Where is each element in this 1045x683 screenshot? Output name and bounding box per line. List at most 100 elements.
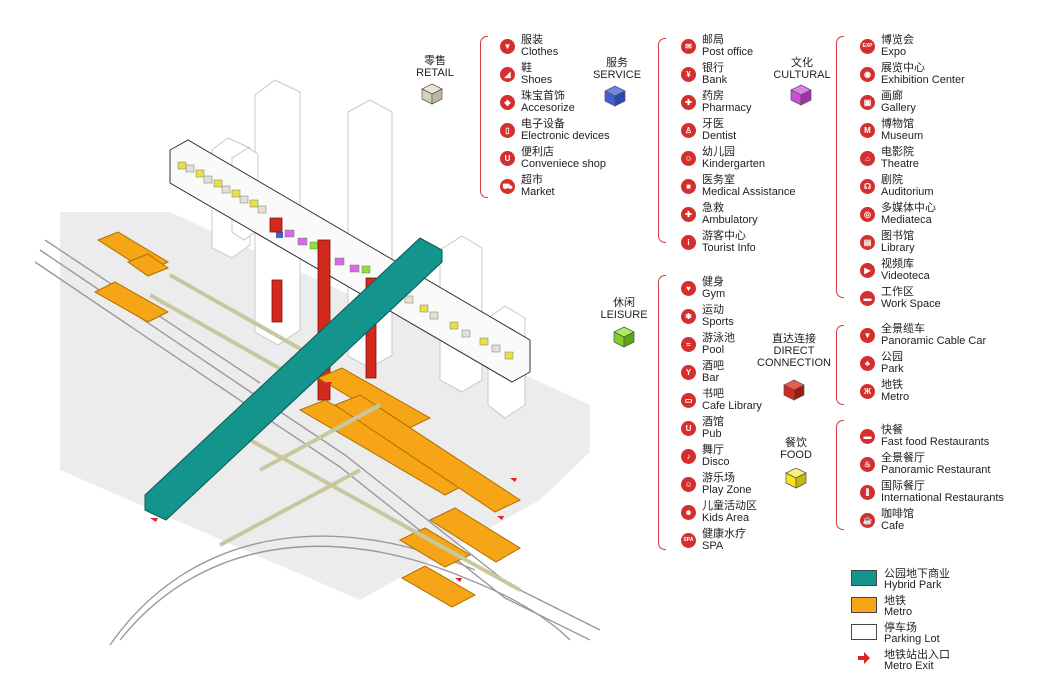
bank-icon: ¥ (681, 67, 696, 82)
legend-label-en: Metro Exit (884, 660, 934, 672)
item-label-en: Disco (702, 456, 730, 468)
category-food-en: FOOD (780, 449, 812, 461)
category-service-en: SERVICE (592, 69, 642, 81)
category-food: 餐饮 FOOD (776, 437, 816, 461)
item-label-en: Shoes (521, 74, 553, 86)
item-label-zh: 公园 (881, 351, 903, 363)
category-direct-en2: CONNECTION (757, 357, 831, 369)
legend-swatch (851, 624, 877, 640)
category-cultural-en: CULTURAL (773, 69, 831, 81)
category-food-zh: 餐饮 (785, 437, 807, 449)
item-label-en: Metro (881, 391, 910, 403)
direct-cube-icon (783, 379, 805, 401)
magnet-icon: U (500, 151, 515, 166)
item-label-zh: 咖啡馆 (881, 508, 914, 520)
item-label-en: Videoteca (881, 270, 930, 282)
category-retail: 零售 RETAIL (413, 55, 457, 79)
item-label-zh: 地铁 (881, 379, 903, 391)
item-label-zh: 便利店 (521, 146, 554, 158)
item-label-zh: 电影院 (881, 146, 914, 158)
item-label-en: Play Zone (702, 484, 752, 496)
item-label-en: Gym (702, 288, 726, 300)
category-retail-zh: 零售 (424, 55, 446, 67)
bar-icon: Y (681, 365, 696, 380)
item-label-en: Theatre (881, 158, 919, 170)
panoramic-restaurant-icon: ♨ (860, 457, 875, 472)
item-label-en: Conveniece shop (521, 158, 607, 170)
pub-icon: U (681, 421, 696, 436)
item-label-en: Pool (702, 344, 725, 356)
item-label-zh: 画廊 (881, 90, 903, 102)
play-icon: ☺ (681, 477, 696, 492)
item-label-en: Pub (702, 428, 722, 440)
upper-mall-shops (177, 161, 514, 360)
legend-label-en: Parking Lot (884, 633, 940, 645)
cultural-cube-icon (790, 84, 812, 106)
item-label-zh: 儿童活动区 (702, 500, 757, 512)
item-label-en: Mediateca (881, 214, 932, 226)
item-label-zh: 酒吧 (702, 360, 724, 372)
item-label-zh: 药房 (702, 90, 724, 102)
direct-bracket (836, 325, 844, 405)
item-label-zh: 银行 (702, 62, 724, 74)
retail-bracket (480, 36, 488, 198)
item-label-en: Park (881, 363, 904, 375)
item-label-zh: 剧院 (881, 174, 903, 186)
gym-icon: ♥ (681, 281, 696, 296)
auditorium-icon: ☊ (860, 179, 875, 194)
item-label-en: Dentist (702, 130, 737, 142)
metro-exit-arrow-icon (858, 652, 870, 664)
cultural-bracket (836, 36, 844, 298)
clinic-icon: ■ (681, 179, 696, 194)
pool-icon: ≈ (681, 337, 696, 352)
legend-label-zh: 地铁 (884, 595, 906, 607)
item-label-en: Medical Assistance (702, 186, 796, 198)
fastfood-icon: ▬ (860, 429, 875, 444)
legend-swatch (851, 597, 877, 613)
exhibition-icon: ◉ (860, 67, 875, 82)
category-service: 服务 SERVICE (591, 57, 643, 81)
coffee-icon: ☕ (860, 513, 875, 528)
item-label-zh: 国际餐厅 (881, 480, 925, 492)
metro-platforms (93, 231, 522, 608)
item-label-en: Kids Area (702, 512, 750, 524)
item-label-en: SPA (702, 540, 724, 552)
legend-label-zh: 公园地下商业 (884, 568, 950, 580)
metro-icon: Ж (860, 384, 875, 399)
item-label-zh: 酒馆 (702, 416, 724, 428)
item-label-en: Bar (702, 372, 720, 384)
item-label-zh: 游泳池 (702, 332, 735, 344)
category-direct: 直达连接 DIRECT CONNECTION (752, 333, 836, 369)
workspace-icon: ▬ (860, 291, 875, 306)
item-label-zh: 游客中心 (702, 230, 746, 242)
item-label-zh: 牙医 (702, 118, 724, 130)
category-retail-en: RETAIL (416, 67, 454, 79)
mail-icon: ✉ (681, 39, 696, 54)
kids-icon: ☻ (681, 505, 696, 520)
jewelry-icon: ◆ (500, 95, 515, 110)
item-label-en: Cafe (881, 520, 905, 532)
theatre-icon: ⌂ (860, 151, 875, 166)
item-label-zh: 多媒体中心 (881, 202, 936, 214)
item-label-en: Expo (881, 46, 907, 58)
item-label-en: Cafe Library (702, 400, 762, 412)
cart-icon: ⛟ (500, 179, 515, 194)
disco-icon: ♪ (681, 449, 696, 464)
first-aid-icon: ✚ (681, 207, 696, 222)
item-label-zh: 幼儿园 (702, 146, 735, 158)
item-label-zh: 健身 (702, 276, 724, 288)
category-cultural-zh: 文化 (791, 57, 813, 69)
item-label-zh: 医务室 (702, 174, 735, 186)
category-cultural: 文化 CULTURAL (770, 57, 834, 81)
book-icon: ▭ (681, 393, 696, 408)
spa-icon: SPA (681, 533, 696, 548)
item-label-en: Electronic devices (521, 130, 610, 142)
shoe-icon: ◢ (500, 67, 515, 82)
item-label-en: International Restaurants (881, 492, 1004, 504)
legend-label-en: Metro (884, 606, 913, 618)
item-label-zh: 急救 (702, 202, 724, 214)
sports-icon: ✱ (681, 309, 696, 324)
pill-icon: ✚ (681, 95, 696, 110)
item-label-zh: 健康水疗 (702, 528, 746, 540)
